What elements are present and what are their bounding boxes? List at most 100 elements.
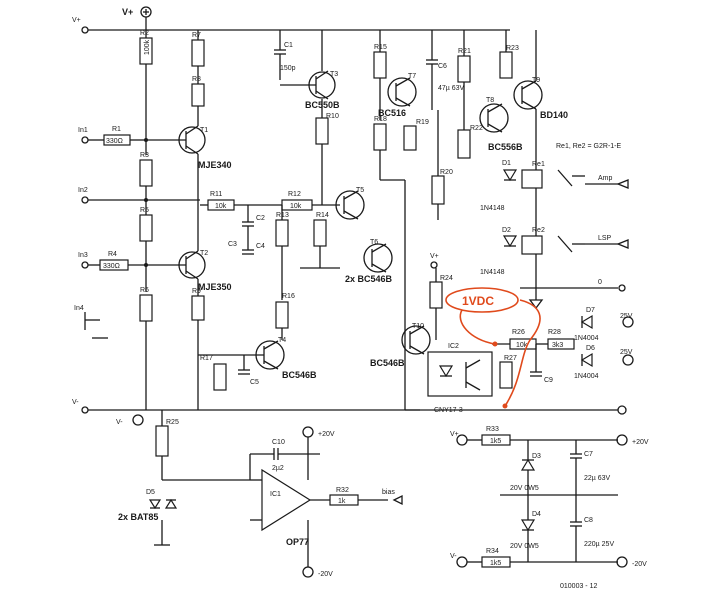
r34-label: R34	[486, 548, 499, 555]
t7-type: BC516	[378, 108, 406, 118]
r1-label: R1	[112, 126, 121, 133]
d2-label: D2	[502, 227, 511, 234]
r32-label: R32	[336, 487, 349, 494]
d2-type: 1N4148	[480, 269, 505, 276]
r16-label: R16	[282, 293, 295, 300]
reg-plus20-label: +20V	[632, 439, 649, 446]
r28-value: 3k3	[552, 342, 563, 349]
t6-type: 2x BC546B	[345, 274, 393, 284]
opamp-symbol	[261, 468, 312, 532]
r20-label: R20	[440, 169, 453, 176]
r2-label: R2	[140, 30, 149, 37]
r26-label: R26	[512, 329, 525, 336]
c4-label: C4	[256, 243, 265, 250]
t6-label: T6	[370, 239, 378, 246]
zener-bottom-label: 20V 0W5	[510, 543, 539, 550]
c7-value: 22µ 63V	[584, 475, 611, 482]
t3-label: T3	[330, 71, 338, 78]
t1-type: MJE340	[198, 160, 232, 170]
re2-label: Re2	[532, 227, 545, 234]
positive-supply-rail: V+ V+	[72, 6, 510, 34]
t10-label: T10	[412, 323, 424, 330]
ic1-type: OP77	[286, 537, 309, 547]
c8-label: C8	[584, 517, 593, 524]
c1-value: 150p	[280, 65, 296, 72]
annotation-curve	[459, 309, 496, 345]
r3-label: R3	[140, 152, 149, 159]
t8-label: T8	[486, 97, 494, 104]
t4-label: T4	[278, 337, 286, 344]
regulator-section: V+ R33 1k5 +20V D3 20V 0W5 C7 22µ 63V D4…	[450, 426, 649, 568]
r28-label: R28	[548, 329, 561, 336]
d4-label: D4	[532, 511, 541, 518]
r17-label: R17	[200, 355, 213, 362]
r4-label: R4	[108, 251, 117, 258]
r11-value: 10k	[215, 203, 227, 210]
r33-value: 1k5	[490, 438, 501, 445]
annotation-arrow	[504, 299, 541, 407]
rail-label-vplus-left: V+	[72, 17, 81, 24]
d1-type: 1N4148	[480, 205, 505, 212]
d7-type: 1N4004	[574, 335, 599, 342]
reg-minus20-label: -20V	[632, 561, 647, 568]
t10-type: BC546B	[370, 358, 405, 368]
rail-label-vplus-opto: V+	[430, 253, 439, 260]
r11-label: R11	[210, 191, 222, 198]
zero-rail-label: 0	[598, 279, 602, 286]
r8-label: R8	[192, 76, 201, 83]
r24-label: R24	[440, 275, 453, 282]
r34-value: 1k5	[490, 560, 501, 567]
r6-label: R6	[140, 287, 149, 294]
output-amp-label: Amp	[598, 175, 613, 182]
r14-label: R14	[316, 212, 329, 219]
c10-label: C10	[272, 439, 285, 446]
t1-label: T1	[200, 127, 208, 134]
r32-value: 1k	[338, 498, 346, 505]
c6-value: 47µ 63V	[438, 85, 465, 92]
r27-label: R27	[504, 355, 517, 362]
footer-code: 010003 - 12	[560, 583, 597, 590]
ic2-label: IC2	[448, 343, 459, 350]
bias-amplifier: V- V- R25 D5 2x BAT85 IC1 OP77 C10 2µ2	[72, 399, 403, 578]
r4-value: 330Ω	[103, 263, 120, 270]
opamp-minus20: -20V	[318, 571, 333, 578]
r5-label: R5	[140, 207, 149, 214]
annotation-ellipse	[445, 287, 519, 313]
r2-value: 100k	[144, 39, 151, 55]
d6-label: D6	[586, 345, 595, 352]
input-stage-left: R2 100k In1 R1 330Ω R3 In2 R5 In3 R4 330…	[74, 30, 232, 410]
c6-label: C6	[438, 63, 447, 70]
ic1-label: IC1	[270, 491, 281, 498]
input-label-in2: In2	[78, 187, 88, 194]
input-label-in3: In3	[78, 252, 88, 259]
r12-label: R12	[288, 191, 301, 198]
t9-type: BD140	[540, 110, 568, 120]
c5-label: C5	[250, 379, 259, 386]
c7-label: C7	[584, 451, 593, 458]
r25-label: R25	[166, 419, 179, 426]
r7-label: R7	[192, 32, 201, 39]
output-lsp-label: LSP	[598, 235, 612, 242]
c1-label: C1	[284, 42, 293, 49]
r26-value: 10k	[516, 342, 528, 349]
t4-type: BC546B	[282, 370, 317, 380]
rail-label-vminus-left: V-	[72, 399, 79, 406]
t2-label: T2	[200, 250, 208, 257]
middle-stage: R11 10k C2 C4 C3 R12 10k R13 R14 C1	[146, 30, 420, 411]
input-label-in1: In1	[78, 127, 88, 134]
d1-label: D1	[502, 160, 511, 167]
bias-label: bias	[382, 489, 395, 496]
d5-label: D5	[146, 489, 155, 496]
d6-type: 1N4004	[574, 373, 599, 380]
r19-label: R19	[416, 119, 429, 126]
bat85-label: 2x BAT85	[118, 512, 158, 522]
r12-value: 10k	[290, 203, 302, 210]
c9-label: C9	[544, 377, 553, 384]
t7-label: T7	[408, 73, 416, 80]
t5-label: T5	[356, 187, 364, 194]
r18-label: R18	[374, 116, 387, 123]
rail-label-vminus-bottom: V-	[116, 419, 123, 426]
r33-label: R33	[486, 426, 499, 433]
opamp-plus20: +20V	[318, 431, 335, 438]
